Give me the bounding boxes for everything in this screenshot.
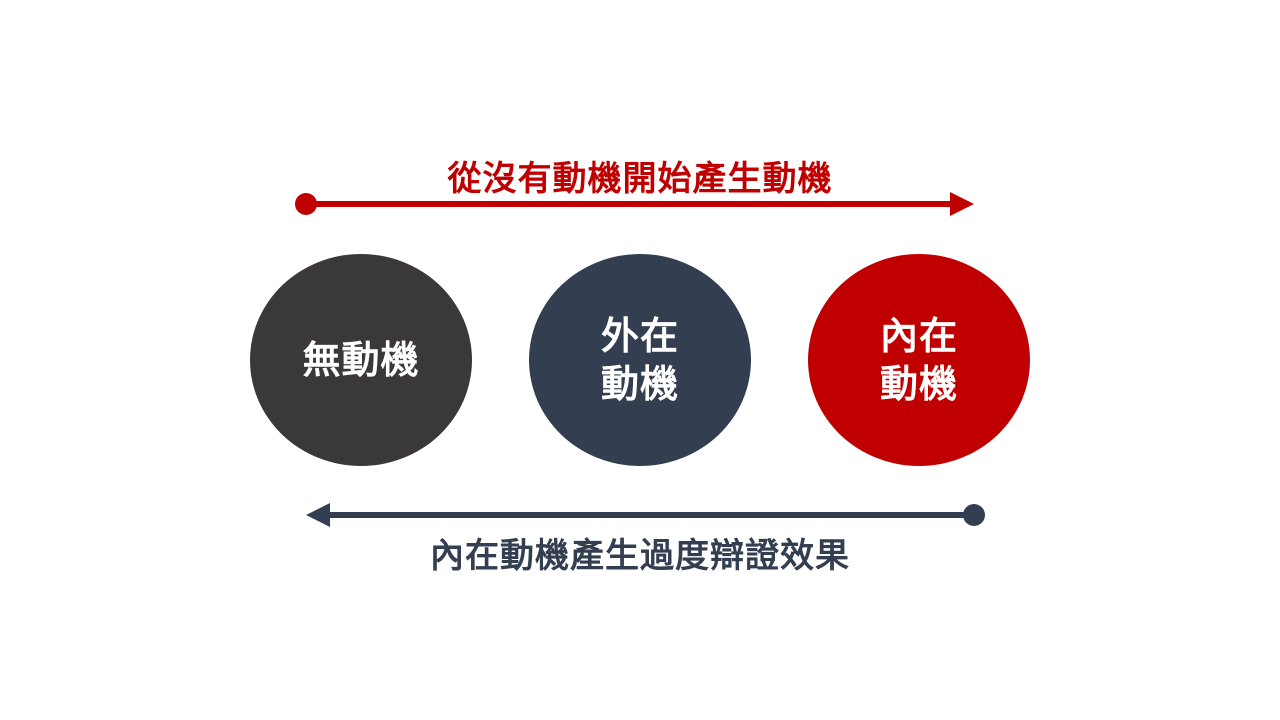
bottom-arrow-start-dot xyxy=(963,504,985,526)
top-arrow-head xyxy=(950,192,974,216)
bottom-arrow xyxy=(306,503,985,527)
bottom-arrow-label: 內在動機產生過度辯證效果 xyxy=(430,536,850,576)
bottom-arrow-head xyxy=(306,503,330,527)
stage-label-line2: 動機 xyxy=(879,361,958,406)
stage-label: 外在 動機 xyxy=(601,312,679,408)
stage-label: 無動機 xyxy=(302,336,419,384)
top-arrow-start-dot xyxy=(295,193,317,215)
stage-circle-amotivation: 無動機 xyxy=(250,254,472,466)
stage-label-line1: 內在 xyxy=(879,313,958,358)
stage-label-line1: 外在 xyxy=(600,313,679,358)
top-arrow xyxy=(295,192,974,216)
top-arrow-label: 從沒有動機開始產生動機 xyxy=(447,159,833,199)
stage-circle-intrinsic: 內在 動機 xyxy=(808,254,1030,466)
stage-label: 內在 動機 xyxy=(880,312,958,408)
stage-label-line2: 動機 xyxy=(600,361,679,406)
stage-label-line1: 無動機 xyxy=(302,337,420,382)
stage-circle-extrinsic: 外在 動機 xyxy=(529,254,751,466)
